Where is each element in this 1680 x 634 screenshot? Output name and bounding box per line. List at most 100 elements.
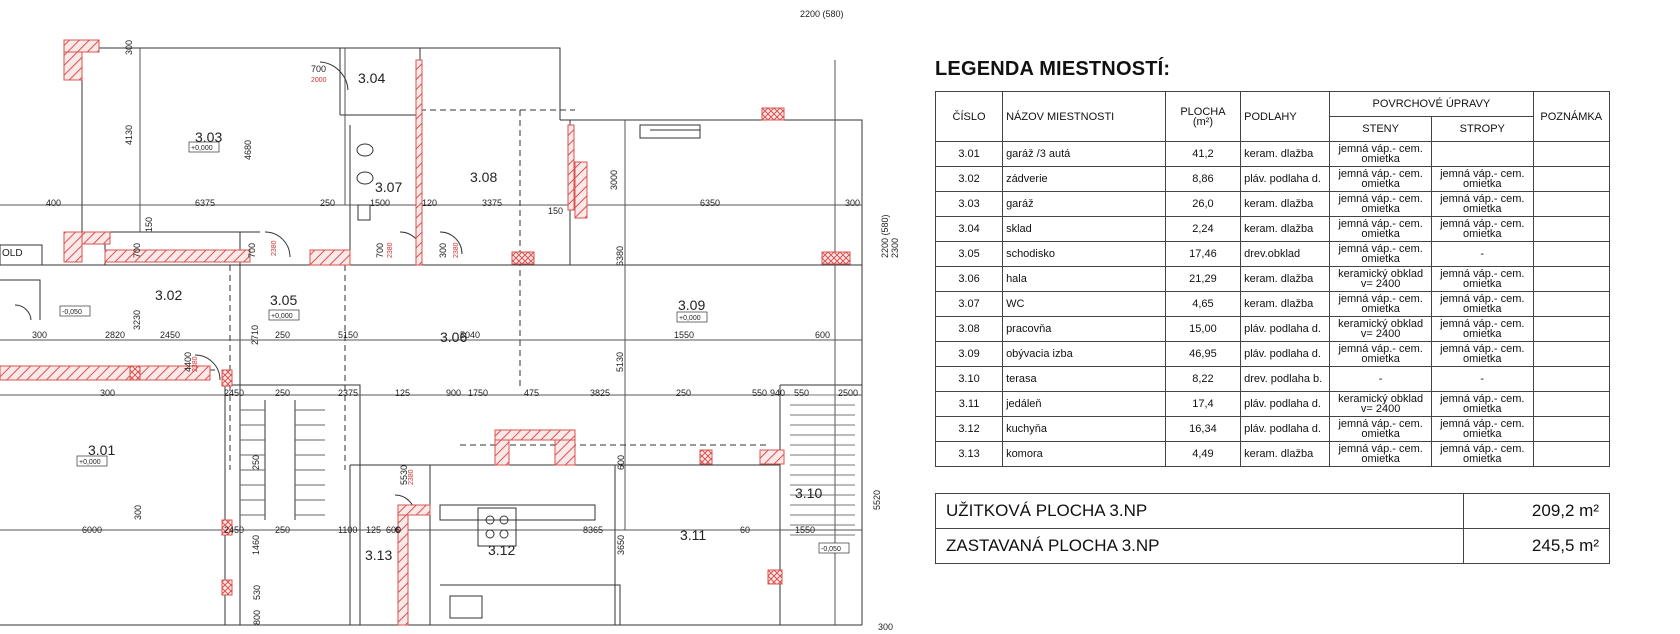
room-legend: LEGENDA MIESTNOSTÍ: ČÍSLO NÁZOV MIESTNOS… [934,58,1655,564]
dimension-label: 1550 [674,330,694,340]
dimension-label: 1550 [795,525,815,535]
dimension-label: 550 [794,388,809,398]
cell-number: 3.11 [934,391,1004,417]
header-povrchove: POVRCHOVÉ ÚPRAVY [1329,91,1534,117]
dimension-label: 2820 [105,330,125,340]
room-label-3-05: 3.05 [270,292,297,308]
cell-name: garáž /3 autá [1002,141,1166,167]
cell-name: zádverie [1002,166,1166,192]
dimension-label: 250 [275,388,290,398]
table-header-row: ČÍSLO NÁZOV MIESTNOSTI PLOCHA (m²) PODLA… [934,91,1610,142]
dimension-label: 2710 [250,325,260,345]
level-box [59,305,91,317]
cell-name: komora [1002,441,1166,467]
room-labels: 3.01+0,0003.023.03+0,0003.043.05+0,0003.… [59,70,850,563]
dimension-label: 2380 [192,356,199,372]
dimension-label: 60 [740,525,750,535]
room-label-3-13: 3.13 [365,547,392,563]
cell-ceiling: jemná váp.- cem. omietka [1431,266,1534,292]
cell-number: 3.13 [934,441,1004,467]
room-label-3-12: 3.12 [488,542,515,558]
total-row-usable: UŽITKOVÁ PLOCHA 3.NP 209,2 m² [935,493,1610,529]
cell-floor: drev.obklad [1240,241,1331,267]
cell-number: 3.09 [934,341,1004,367]
dimension-label: 5130 [615,352,625,372]
header-podlahy: PODLAHY [1240,91,1331,142]
cell-area: 17,46 [1164,241,1242,267]
cell-area: 26,0 [1164,191,1242,217]
dimension-label: 6 [395,525,400,535]
level-mark: +0,000 [191,145,213,152]
level-box [818,542,850,554]
cell-area: 46,95 [1164,341,1242,367]
room-label-3-10: 3.10 [795,485,822,501]
cell-ceiling: - [1431,241,1534,267]
cell-note [1532,341,1610,367]
room-label-3-07: 3.07 [375,179,402,195]
cell-walls: jemná váp.- cem. omietka [1329,141,1433,167]
dimension-label: 600 [815,330,830,340]
cell-note [1532,216,1610,242]
cell-area: 8,22 [1164,366,1242,392]
dimension-label: 4400 [183,352,193,372]
dimension-label: 2380 [408,469,415,485]
dimension-label: 300 [124,40,134,55]
cell-ceiling: jemná váp.- cem. omietka [1431,416,1534,442]
cell-number: 3.06 [934,266,1004,292]
cell-number: 3.10 [934,366,1004,392]
dimension-label: 530 [252,585,262,600]
dimension-label: 150 [548,206,563,216]
dimension-label: 1500 [370,198,390,208]
room-label-3-09: 3.09 [678,297,705,313]
cut-walls [0,39,851,626]
total-value: 245,5 m² [1463,528,1610,564]
level-mark: +0,000 [271,313,293,320]
cell-name: kuchyňa [1002,416,1166,442]
cell-area: 21,29 [1164,266,1242,292]
level-box [676,311,708,323]
dimension-label: 250 [275,525,290,535]
cell-floor: pláv. podlaha d. [1240,341,1331,367]
cell-floor: keram. dlažba [1240,291,1331,317]
cell-walls: jemná váp.- cem. omietka [1329,291,1433,317]
cell-walls: keramický obklad v= 2400 [1329,316,1433,342]
dimension-label: 3375 [482,198,502,208]
cell-note [1532,241,1610,267]
total-label: UŽITKOVÁ PLOCHA 3.NP [935,493,1464,529]
dimension-label: 1460 [251,535,261,555]
cell-walls: jemná váp.- cem. omietka [1329,241,1433,267]
cell-number: 3.08 [934,316,1004,342]
cell-area: 16,34 [1164,416,1242,442]
cell-floor: keram. dlažba [1240,266,1331,292]
room-label-3-11: 3.11 [680,527,706,543]
dimension-label: 2380 [453,242,460,258]
dimension-label: 5150 [338,330,358,340]
dimension-label: 2500 [838,388,858,398]
dimension-label: 5520 [872,490,882,510]
cell-walls: jemná váp.- cem. omietka [1329,416,1433,442]
dimension-label: 2450 [160,330,180,340]
level-mark: +0,000 [79,459,101,466]
cell-number: 3.05 [934,241,1004,267]
header-cislo: ČÍSLO [934,91,1004,142]
dimension-label: 2200 (580) [800,9,844,19]
cell-floor: keram. dlažba [1240,216,1331,242]
cell-note [1532,316,1610,342]
dimension-label: 700 [247,243,257,258]
dimension-label: 5530 [399,465,409,485]
cell-name: hala [1002,266,1166,292]
dimension-label: 125 [395,388,410,398]
dimension-label: 2375 [338,388,358,398]
dimension-label: 150 [144,217,154,232]
cell-number: 3.02 [934,166,1004,192]
